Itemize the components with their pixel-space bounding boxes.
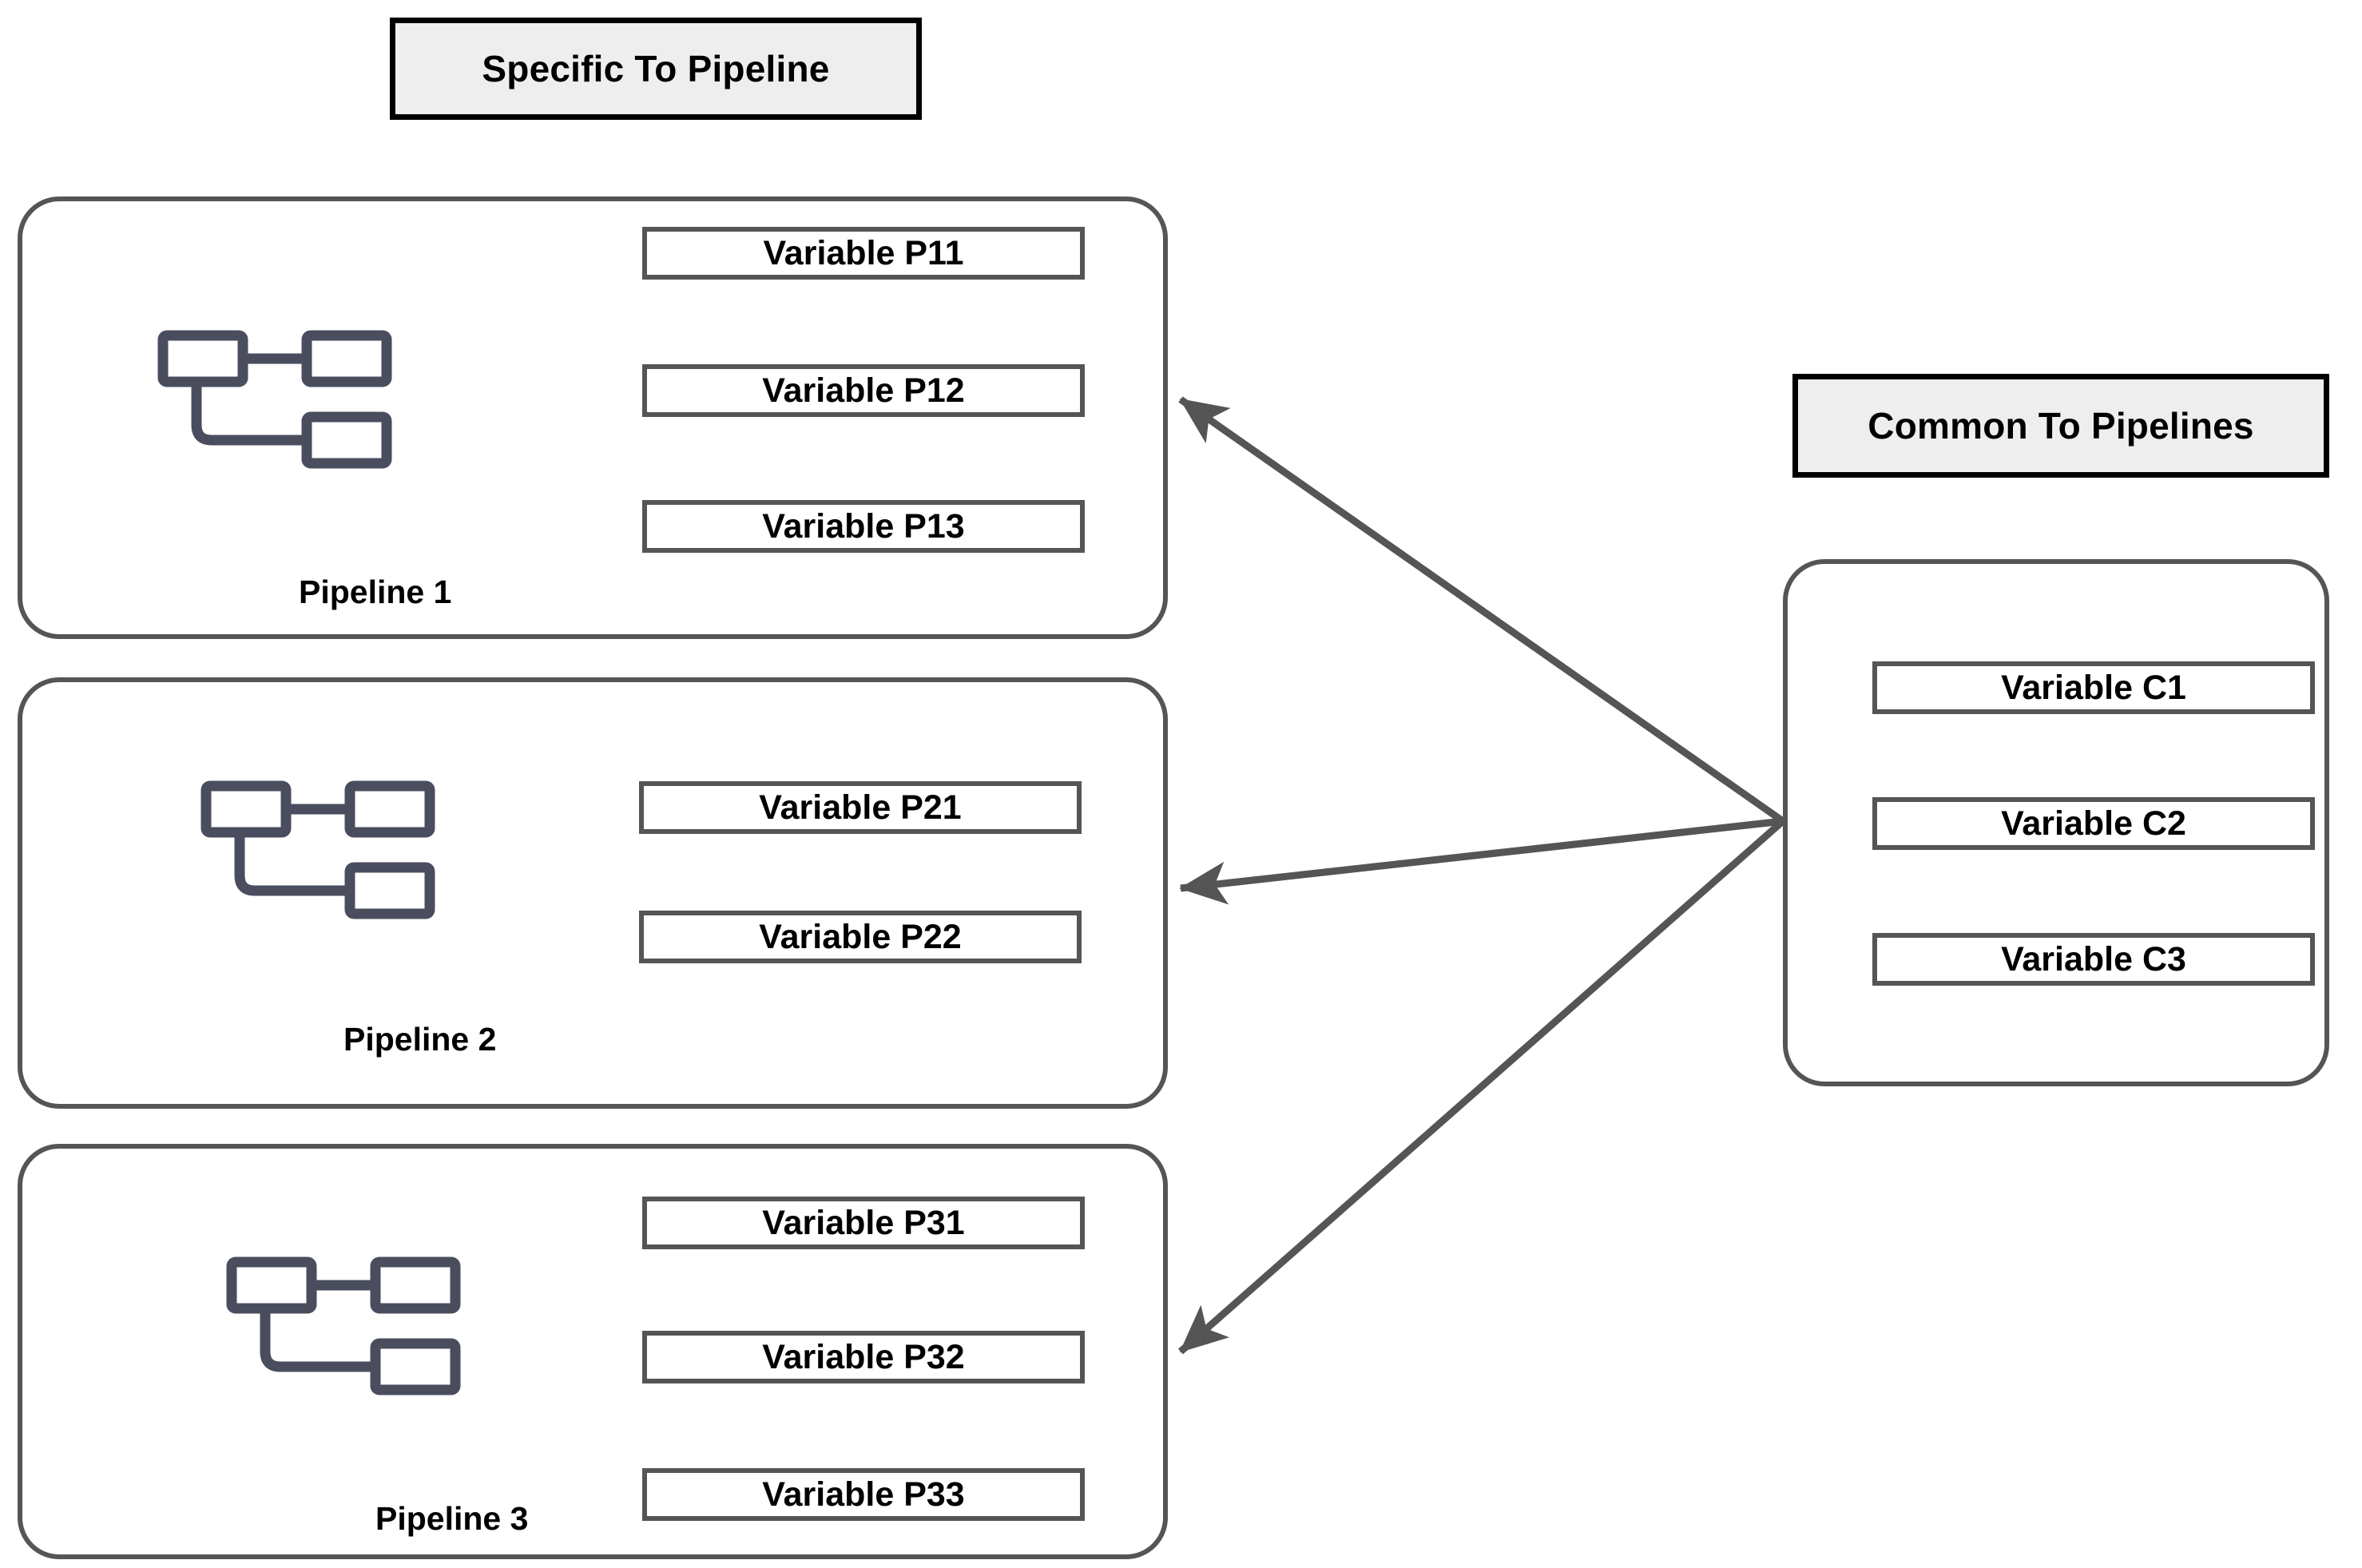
legend-common-label: Common To Pipelines	[1868, 405, 2254, 447]
variable-box-p13[interactable]: Variable P13	[642, 500, 1085, 553]
variable-label-p22: Variable P22	[759, 917, 962, 956]
legend-specific-to-pipeline: Specific To Pipeline	[390, 18, 922, 120]
pipeline-caption-2: Pipeline 2	[343, 1021, 497, 1058]
variable-box-p32[interactable]: Variable P32	[642, 1331, 1085, 1383]
variable-box-p21[interactable]: Variable P21	[639, 781, 1082, 834]
variable-label-p32: Variable P32	[762, 1337, 965, 1376]
variable-box-c2[interactable]: Variable C2	[1872, 797, 2315, 850]
variable-label-p12: Variable P12	[762, 371, 965, 410]
pipeline-group-2[interactable]	[18, 677, 1168, 1109]
arrow-common-to-pipeline-3	[1178, 818, 1785, 1355]
variable-box-p31[interactable]: Variable P31	[642, 1197, 1085, 1249]
pipeline-caption-3: Pipeline 3	[375, 1500, 529, 1537]
legend-specific-label: Specific To Pipeline	[482, 48, 830, 89]
variable-label-c2: Variable C2	[2001, 804, 2186, 843]
legend-common-to-pipelines: Common To Pipelines	[1792, 374, 2329, 478]
variable-label-p13: Variable P13	[762, 506, 965, 546]
variable-label-p31: Variable P31	[762, 1203, 965, 1242]
variable-label-p21: Variable P21	[759, 788, 962, 827]
variable-box-p22[interactable]: Variable P22	[639, 911, 1082, 963]
pipeline-caption-1: Pipeline 1	[299, 574, 452, 610]
pipeline-hierarchy-icon	[200, 780, 439, 923]
variable-box-c1[interactable]: Variable C1	[1872, 661, 2315, 714]
arrow-common-to-pipeline-2	[1179, 817, 1784, 905]
variable-label-c3: Variable C3	[2001, 939, 2186, 979]
pipeline-hierarchy-icon	[225, 1256, 465, 1399]
variable-box-p33[interactable]: Variable P33	[642, 1468, 1085, 1521]
variable-box-p12[interactable]: Variable P12	[642, 364, 1085, 417]
variable-box-c3[interactable]: Variable C3	[1872, 933, 2315, 986]
pipeline-hierarchy-icon	[157, 329, 396, 473]
variable-label-p33: Variable P33	[762, 1475, 965, 1514]
arrow-common-to-pipeline-1	[1178, 396, 1785, 824]
variable-label-p11: Variable P11	[763, 233, 964, 272]
variable-label-c1: Variable C1	[2001, 668, 2186, 707]
variable-box-p11[interactable]: Variable P11	[642, 227, 1085, 280]
